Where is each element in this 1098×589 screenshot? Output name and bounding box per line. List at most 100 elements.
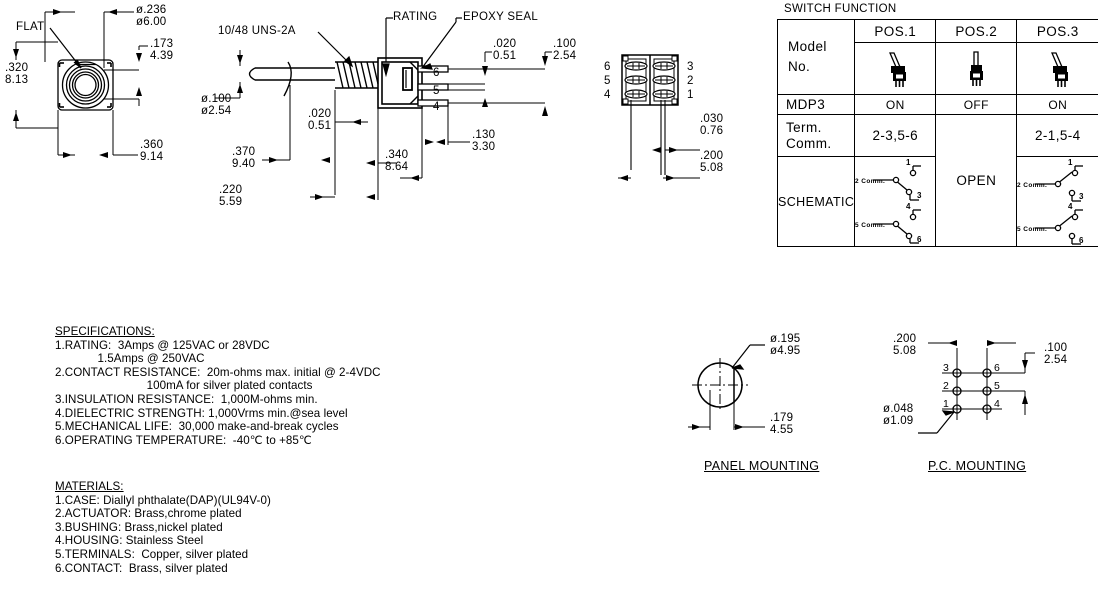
svg-text:6: 6 (604, 61, 610, 73)
spec-line-6: 4.DIELECTRIC STRENGTH: 1,000Vrms min.@se… (55, 406, 348, 420)
pos2-header: POS.2 (935, 19, 1018, 43)
toggle-switch-center-icon (970, 50, 984, 86)
side-view-drawing: 6 5 4 (215, 17, 552, 200)
side-dim-actuator-dia: ø.100 ø2.54 (201, 93, 232, 118)
model-pos2-value: OFF (935, 94, 1018, 115)
schematic-label: SCHEMATIC (776, 156, 856, 247)
front-dim-bushing-dia: ø.236 ø6.00 (136, 4, 167, 29)
pos3-toggle-cell (1016, 42, 1098, 95)
term-comm-label: Term. Comm. (776, 114, 856, 157)
svg-text:4: 4 (1068, 202, 1073, 211)
panel-dim-flat: .179 4.55 (770, 412, 794, 437)
schematic-n3-label: 3 (917, 191, 922, 200)
side-dim-term-thk: .020 0.51 (493, 38, 517, 63)
schematic-n1-label: 1 (906, 158, 911, 167)
svg-text:5: 5 (433, 85, 439, 97)
panel-mounting-caption: PANEL MOUNTING (704, 459, 820, 473)
svg-text:3: 3 (943, 362, 949, 374)
term-comm-text: Term. Comm. (786, 119, 832, 151)
model-no-label: Model No. (788, 39, 827, 74)
material-line-4: 4.HOUSING: Stainless Steel (55, 534, 204, 548)
svg-text:6: 6 (1079, 236, 1084, 245)
front-dim-width: .360 9.14 (140, 139, 164, 164)
bottom-dim-pin-space: .200 5.08 (700, 150, 724, 175)
svg-text:2: 2 (943, 380, 949, 392)
svg-text:6: 6 (994, 362, 1000, 374)
material-line-1: 1.CASE: Diallyl phthalate(DAP)(UL94V-0) (55, 493, 271, 507)
bottom-dim-pin-thk: .030 0.76 (700, 113, 724, 138)
model-row-label: MDP3 (776, 94, 856, 115)
svg-text:5: 5 (994, 380, 1000, 392)
materials-block: MATERIALS: 1.CASE: Diallyl phthalate(DAP… (55, 480, 271, 575)
front-dim-height: .320 8.13 (5, 62, 29, 87)
schematic-n6-label: 6 (917, 235, 922, 244)
svg-text:4: 4 (433, 101, 440, 113)
materials-heading: MATERIALS: (55, 480, 124, 493)
material-line-3: 3.BUSHING: Brass,nickel plated (55, 520, 223, 534)
switch-function-table: Model No. POS.1 POS.2 POS.3 (776, 19, 1098, 247)
material-line-2: 2.ACTUATOR: Brass,chrome plated (55, 507, 242, 521)
svg-text:1: 1 (687, 89, 693, 101)
pc-mounting-caption: P.C. MOUNTING (928, 459, 1027, 473)
spec-line-4: 100mA for silver plated contacts (55, 379, 313, 393)
pc-dim-hole-dia: ø.048 ø1.09 (883, 403, 914, 428)
side-thread-label: 10/48 UNS-2A (218, 25, 296, 37)
model-pos3-value: ON (1016, 94, 1098, 115)
term-pos1-value: 2-3,5-6 (854, 114, 937, 157)
table-row-term-comm: Term. Comm. 2-3,5-6 OPEN 2-1,5-4 (776, 114, 1098, 247)
table-row-positions: Model No. POS.1 POS.2 POS.3 (776, 19, 1098, 95)
schematic-comm5-label: 5 Comm. (855, 222, 885, 229)
side-dim-gap: .020 0.51 (308, 108, 332, 133)
svg-text:3: 3 (687, 61, 693, 73)
svg-text:5 Comm.: 5 Comm. (1017, 226, 1047, 233)
bottom-view-drawing: 6 5 4 3 2 1 (604, 54, 700, 181)
pc-dim-row-space: .200 5.08 (893, 333, 917, 358)
spec-line-5: 3.INSULATION RESISTANCE: 1,000M-ohms min… (55, 392, 318, 406)
schematic-n4-label: 4 (906, 202, 911, 211)
svg-text:6: 6 (433, 67, 439, 79)
toggle-switch-right-icon (1051, 51, 1069, 87)
schematic-comm2-label: 2 Comm. (855, 178, 885, 185)
schematic-pos1-diagram: 2 Comm. 1 3 5 Comm. 4 6 (855, 158, 922, 244)
svg-text:5: 5 (604, 75, 610, 87)
table-row-icons (778, 42, 1098, 95)
toggle-switch-left-icon (889, 51, 907, 87)
specifications-block: SPECIFICATIONS: 1.RATING: 3Amps @ 125VAC… (55, 325, 381, 447)
schematic-pos1-cell: 2 Comm. 1 3 5 Comm. 4 6 (854, 156, 937, 247)
side-dim-term-pitch: .100 2.54 (553, 38, 577, 63)
front-flat-label: FLAT (16, 21, 45, 33)
schematic-pos3-diagram: 2 Comm. 1 3 5 Comm. 4 6 (1017, 158, 1084, 245)
side-rating-label: RATING (393, 11, 438, 23)
pc-dim-pitch: .100 2.54 (1044, 342, 1068, 367)
pos1-toggle-cell (854, 42, 937, 95)
panel-mounting-drawing (688, 344, 765, 430)
svg-text:4: 4 (604, 89, 611, 101)
schematic-pos3-cell: 2 Comm. 1 3 5 Comm. 4 6 (1016, 156, 1098, 247)
spec-line-8: 6.OPERATING TEMPERATURE: -40℃ to +85℃ (55, 433, 312, 447)
panel-dim-hole-dia: ø.195 ø4.95 (770, 333, 801, 358)
pc-mounting-drawing: 321 654 (918, 340, 1035, 434)
side-dim-thread-len: .220 5.59 (219, 184, 243, 209)
switch-function-title: SWITCH FUNCTION (784, 3, 897, 15)
spec-line-3: 2.CONTACT RESISTANCE: 20m-ohms max. init… (55, 365, 381, 379)
front-view-drawing (13, 9, 148, 158)
material-line-6: 6.CONTACT: Brass, silver plated (55, 561, 228, 575)
side-dim-body-len: .340 8.64 (385, 149, 409, 174)
table-row-schematic: SCHEMATIC (776, 156, 1098, 247)
svg-text:2 Comm.: 2 Comm. (1017, 182, 1047, 189)
open-cell: OPEN (935, 114, 1018, 247)
specifications-heading: SPECIFICATIONS: (55, 325, 155, 338)
spec-line-2: 1.5Amps @ 250VAC (55, 352, 205, 366)
svg-text:2: 2 (687, 75, 693, 87)
pos3-header: POS.3 (1016, 19, 1098, 43)
spec-line-7: 5.MECHANICAL LIFE: 30,000 make-and-break… (55, 420, 339, 434)
model-no-header: Model No. (776, 19, 856, 95)
side-dim-actuator-len: .370 9.40 (232, 146, 256, 171)
side-epoxy-label: EPOXY SEAL (463, 11, 539, 23)
pos2-toggle-cell (935, 42, 1018, 95)
side-dim-term-len: .130 3.30 (472, 129, 496, 154)
pos1-header: POS.1 (854, 19, 937, 43)
term-pos3-value: 2-1,5-4 (1016, 114, 1098, 157)
front-dim-bushing-len: .173 4.39 (150, 38, 174, 63)
model-pos1-value: ON (854, 94, 937, 115)
